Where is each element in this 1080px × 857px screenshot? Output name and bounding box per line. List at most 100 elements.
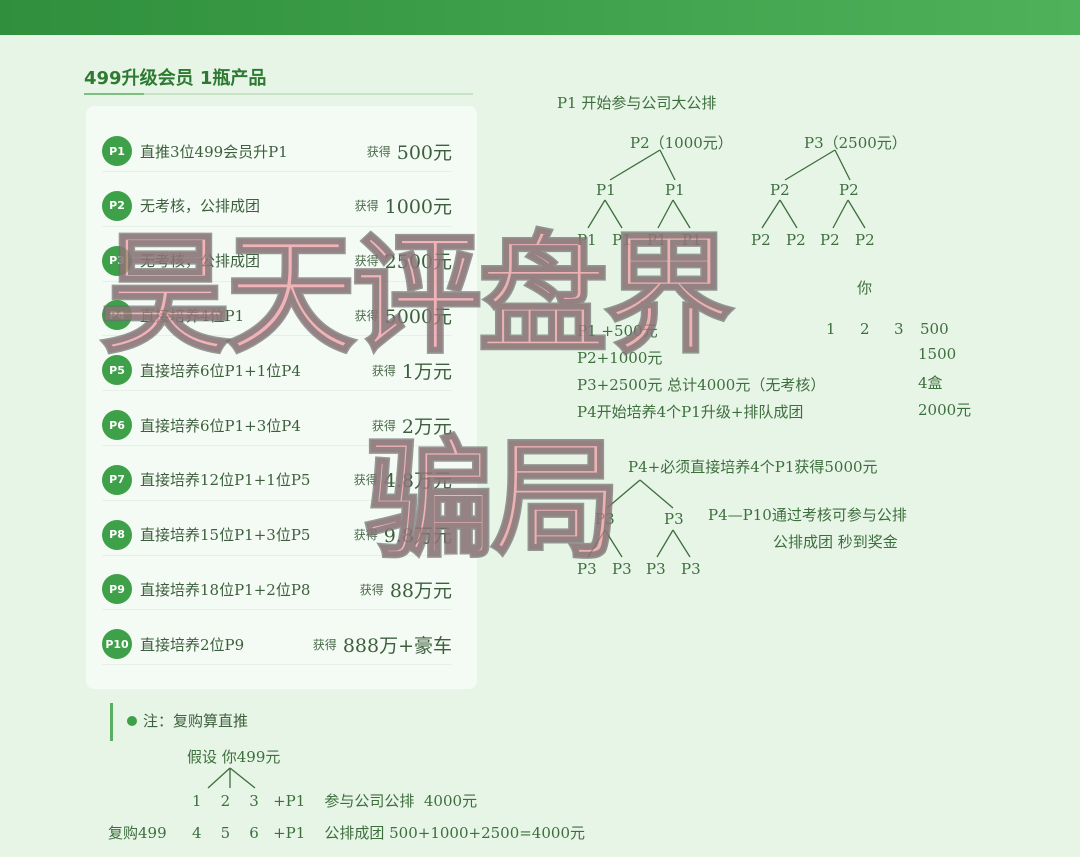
level-row: P9 直接培养18位P1+2位P8 获得 88万元 bbox=[102, 569, 452, 611]
info-icon bbox=[127, 716, 137, 726]
get-label: 获得 bbox=[366, 144, 391, 159]
level-badge: P9 bbox=[102, 574, 132, 605]
tree-node: P2 bbox=[839, 181, 859, 199]
level-amount: 5000元 bbox=[384, 305, 452, 328]
p4-note: 公排成团 秒到奖金 bbox=[773, 533, 898, 551]
level-desc: 直接培养12位P1+1位P5 bbox=[140, 471, 311, 490]
watermark: 昊天评盘界 bbox=[98, 218, 735, 373]
level-amount: 9.8万元 bbox=[383, 525, 452, 548]
example-top: 假设 你499元 bbox=[187, 748, 281, 766]
level-desc: 直接培养2位P9 bbox=[140, 635, 245, 654]
page-title: 499升级会员 1瓶产品 bbox=[84, 68, 267, 89]
level-desc: 直接培养4位P1 bbox=[140, 306, 245, 325]
tree-leaf: P2 bbox=[855, 231, 875, 249]
note-text: 注：复购算直推 bbox=[143, 712, 249, 730]
p2-root: P2（1000元） bbox=[630, 134, 733, 152]
get-label: 获得 bbox=[354, 308, 379, 323]
level-row: P8 直接培养15位P1+3位P5 获得 9.8万元 bbox=[102, 515, 452, 556]
tree-node: P3 bbox=[595, 510, 615, 528]
example-row: 1 2 3 +P1 参与公司公排 4000元 bbox=[192, 792, 478, 810]
level-badge: P6 bbox=[102, 410, 132, 440]
level-desc: 直接培养6位P1+3位P4 bbox=[140, 416, 301, 435]
level-amount: 1000元 bbox=[384, 196, 452, 219]
level-row: P6 直接培养6位P1+3位P4 获得 2万元 bbox=[102, 405, 452, 446]
earning-line: P1 +500元 bbox=[577, 322, 658, 340]
level-row: P5 直接培养6位P1+1位P4 获得 1万元 bbox=[102, 350, 452, 392]
level-badge: P7 bbox=[102, 464, 132, 495]
tree-node: P1 bbox=[596, 181, 616, 199]
watermark: 骗局 bbox=[363, 423, 622, 578]
level-badge: P2 bbox=[102, 190, 132, 221]
example-label: 复购499 bbox=[108, 824, 167, 842]
level-badge: P4 bbox=[102, 300, 132, 331]
tree-leaf: P1 bbox=[682, 231, 702, 249]
level-amount: 888万+豪车 bbox=[342, 634, 452, 657]
tree-leaf: P1 bbox=[577, 231, 597, 249]
get-label: 获得 bbox=[371, 418, 396, 433]
level-amount: 2万元 bbox=[401, 415, 452, 438]
p4-title: P4+必须直接培养4个P1获得5000元 bbox=[628, 458, 878, 476]
tree-leaf: P1 bbox=[647, 231, 667, 249]
num: 1 bbox=[826, 320, 836, 338]
get-label: 获得 bbox=[353, 528, 378, 543]
tree-leaf: P3 bbox=[612, 560, 632, 578]
level-amount: 88万元 bbox=[389, 579, 452, 602]
p4-note: P4—P10通过考核可参与公排 bbox=[708, 506, 907, 524]
level-badge: P5 bbox=[102, 355, 132, 386]
tree-leaf: P3 bbox=[577, 560, 597, 578]
level-row: P2 无考核，公排成团 获得 1000元 bbox=[102, 186, 452, 227]
level-amount: 1万元 bbox=[401, 360, 452, 383]
level-desc: 直推3位499会员升P1 bbox=[140, 142, 288, 161]
level-row: P7 直接培养12位P1+1位P5 获得 4.8万元 bbox=[102, 460, 452, 501]
level-badge: P8 bbox=[102, 519, 132, 550]
get-label: 获得 bbox=[353, 473, 378, 488]
level-desc: 直接培养15位P1+3位P5 bbox=[140, 526, 311, 545]
side-value: 4盒 bbox=[918, 374, 943, 392]
level-desc: 直接培养6位P1+1位P4 bbox=[140, 361, 301, 380]
p3-root: P3（2500元） bbox=[804, 134, 907, 152]
tree-node: P3 bbox=[664, 510, 684, 528]
level-desc: 无考核，公排成团 bbox=[140, 252, 261, 271]
num: 3 bbox=[894, 320, 904, 338]
title-divider bbox=[84, 93, 473, 95]
level-badge: P3 bbox=[102, 245, 132, 276]
level-row: P3 无考核，公排成团 获得 2500元 bbox=[102, 241, 452, 282]
tree-leaf: P3 bbox=[681, 560, 701, 578]
get-label: 获得 bbox=[312, 637, 337, 652]
tree-leaf: P2 bbox=[751, 231, 771, 249]
get-label: 获得 bbox=[371, 363, 396, 378]
num: 500 bbox=[920, 320, 949, 338]
level-badge: P1 bbox=[102, 136, 132, 166]
level-amount: 500元 bbox=[396, 141, 452, 164]
tree-leaf: P1 bbox=[612, 231, 632, 249]
level-badge: P10 bbox=[102, 629, 132, 660]
level-row: P1 直推3位499会员升P1 获得 500元 bbox=[102, 131, 452, 172]
tree-leaf: P3 bbox=[646, 560, 666, 578]
tree-node: P2 bbox=[770, 181, 790, 199]
earning-line: P2+1000元 bbox=[577, 349, 663, 367]
note-box: 注：复购算直推 bbox=[110, 703, 248, 741]
you-label: 你 bbox=[857, 279, 873, 297]
diagram-heading: P1 开始参与公司大公排 bbox=[557, 94, 717, 112]
side-value: 1500 bbox=[918, 345, 957, 363]
top-banner bbox=[0, 0, 1080, 35]
earning-line: P3+2500元 总计4000元（无考核） bbox=[577, 376, 826, 394]
tree-leaf: P2 bbox=[820, 231, 840, 249]
level-desc: 直接培养18位P1+2位P8 bbox=[140, 580, 311, 599]
level-desc: 无考核，公排成团 bbox=[140, 197, 261, 216]
tree-leaf: P2 bbox=[786, 231, 806, 249]
get-label: 获得 bbox=[354, 199, 379, 214]
get-label: 获得 bbox=[359, 582, 384, 597]
tree-node: P1 bbox=[665, 181, 685, 199]
earning-line: P4开始培养4个P1升级+排队成团 bbox=[577, 403, 804, 421]
example-row: 4 5 6 +P1 公排成团 500+1000+2500=4000元 bbox=[192, 824, 585, 842]
level-row: P10 直接培养2位P9 获得 888万+豪车 bbox=[102, 624, 452, 666]
get-label: 获得 bbox=[354, 254, 379, 269]
level-amount: 2500元 bbox=[384, 251, 452, 274]
num: 2 bbox=[860, 320, 870, 338]
level-row: P4 直接培养4位P1 获得 5000元 bbox=[102, 295, 452, 337]
level-amount: 4.8万元 bbox=[383, 470, 452, 493]
side-value: 2000元 bbox=[918, 401, 972, 419]
